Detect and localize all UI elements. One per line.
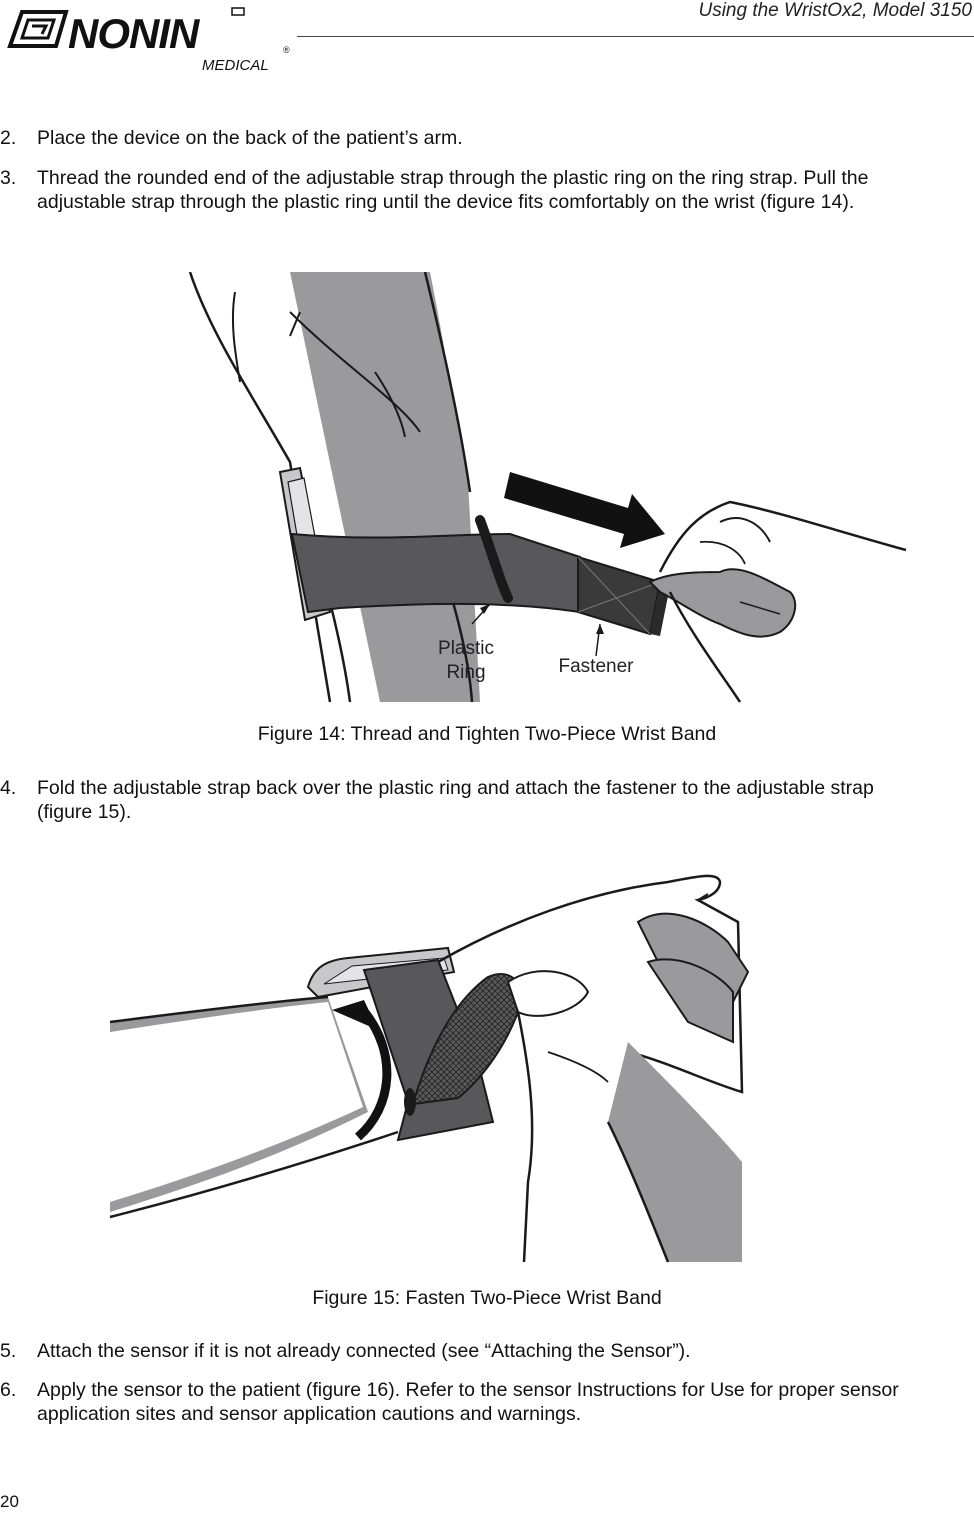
logo-subtext: MEDICAL [202,57,269,74]
figure-15-caption: Figure 15: Fasten Two-Piece Wrist Band [312,1287,662,1309]
fold-direction-arrow-icon [354,1007,392,1141]
figure-14-illustration: Plastic Ring Fastener [188,272,907,703]
nonin-medical-logo: NONIN MEDICAL ® [7,7,290,74]
plastic-ring [475,515,513,603]
callout-plastic-ring-line2: Ring [446,662,485,683]
logo-wordmark: NONIN [68,10,201,57]
adjustable-strap [290,532,670,636]
page-number: 20 [0,1492,19,1511]
step-5: 5. Attach the sensor if it is not alread… [0,1339,900,1363]
step-text: Fold the adjustable strap back over the … [37,777,874,823]
callout-plastic-ring-line1: Plastic [438,638,494,659]
step-number: 6. [0,1379,17,1401]
thread-direction-arrow-icon [504,472,665,548]
fastener [577,555,662,636]
step-6: 6. Apply the sensor to the patient (figu… [0,1378,900,1426]
figure-15-illustration [109,874,750,1263]
step-text: Place the device on the back of the pati… [37,127,463,149]
plastic-ring [404,1088,416,1116]
svg-text:®: ® [283,45,290,55]
step-2: 2. Place the device on the back of the p… [0,126,900,150]
nonin-emblem-icon [7,10,69,48]
step-number: 2. [0,127,17,149]
step-3: 3. Thread the rounded end of the adjusta… [0,166,900,214]
figure-14-caption: Figure 14: Thread and Tighten Two-Piece … [257,723,717,745]
step-number: 5. [0,1340,17,1362]
header-rule [297,36,974,37]
step-text: Thread the rounded end of the adjustable… [37,167,869,213]
header-title: Using the WristOx2, Model 3150 [698,0,972,21]
step-number: 3. [0,167,17,189]
step-text: Attach the sensor if it is not already c… [37,1340,691,1362]
step-text: Apply the sensor to the patient (figure … [37,1379,899,1425]
step-4: 4. Fold the adjustable strap back over t… [0,776,880,824]
hand [437,874,750,1263]
callout-fastener: Fastener [559,656,635,677]
step-number: 4. [0,777,17,799]
hand [648,500,907,703]
